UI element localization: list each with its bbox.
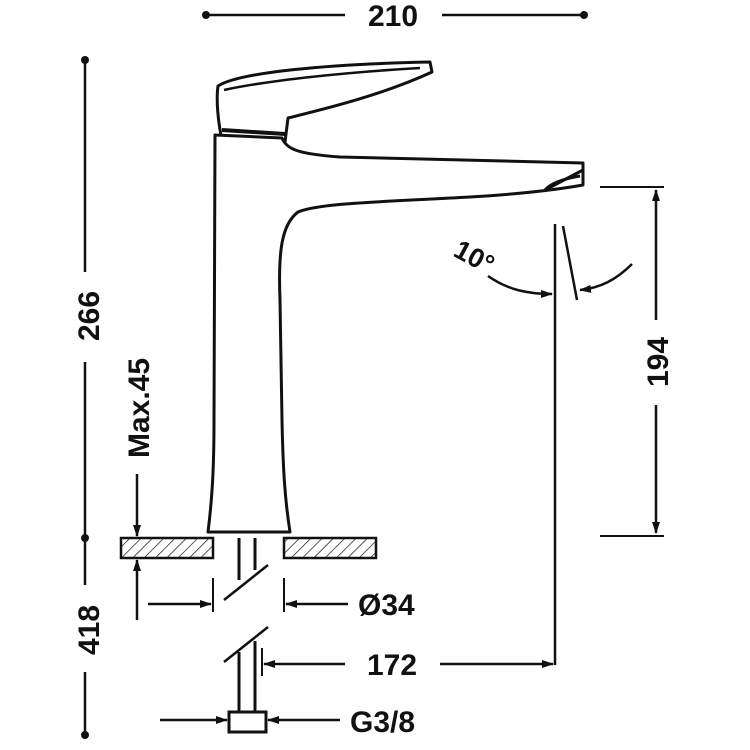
faucet-body [206,60,585,534]
countertop-right [282,536,378,560]
width-label: 210 [368,0,418,33]
countertop-left [119,536,215,560]
dimension-thread-size: G3/8 [160,706,415,739]
dimension-spout-height: 194 [600,186,675,537]
spout-height-label: 194 [642,337,675,387]
hose-break-lower [223,626,269,663]
supply-hose [223,538,269,734]
faucet-column-and-spout [206,133,585,534]
spout-reach-label: 172 [367,649,417,682]
dimension-total-height: 266 [73,56,106,542]
dimension-hose-length: 418 [73,538,106,739]
total-height-label: 266 [73,291,106,341]
max-thickness-label: Max.45 [123,358,156,458]
dimension-hole-diameter: Ø34 [148,578,415,622]
hose-break-upper [223,564,269,601]
hose-connector-nut [227,710,268,734]
hose-length-label: 418 [73,605,106,655]
dimension-width: 210 [202,0,588,33]
thread-size-label: G3/8 [350,706,415,739]
hole-diameter-label: Ø34 [358,589,415,622]
tilt-angle-label: 10° [449,234,499,280]
lever-highlight [223,66,421,92]
dimension-spout-reach: 172 [261,648,554,682]
angle-indicator: 10° [449,224,633,665]
lever-collar [221,128,286,136]
dimension-max-thickness: Max.45 [123,358,156,620]
countertop-section [119,536,378,560]
tilted-reference-line [561,225,579,301]
aerator-curve [543,174,581,192]
